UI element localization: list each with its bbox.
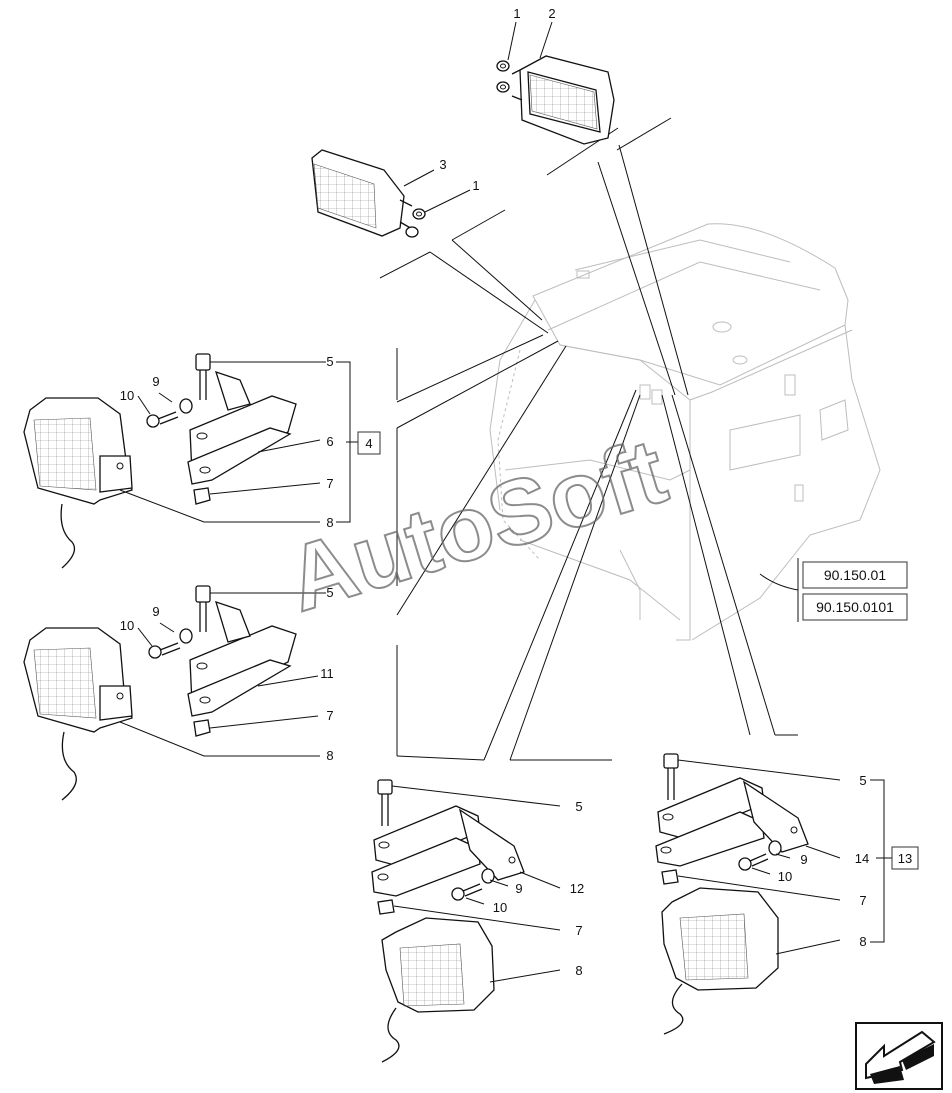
callout-d-nut: 7 bbox=[859, 893, 866, 908]
callout-a-nut: 7 bbox=[326, 476, 333, 491]
callout-a-bolt: 5 bbox=[326, 354, 333, 369]
callout-d-washer: 9 bbox=[800, 852, 807, 867]
callout-b-bracket: 11 bbox=[320, 666, 334, 681]
callout-b-lamp: 8 bbox=[326, 748, 333, 763]
cab-outline bbox=[489, 223, 881, 641]
top-work-lamp bbox=[496, 55, 615, 145]
callout-top-lamp: 2 bbox=[548, 6, 555, 21]
group-box-4-label: 4 bbox=[365, 436, 372, 451]
group-a-parts bbox=[23, 353, 297, 569]
callout-d-lamp: 8 bbox=[859, 934, 866, 949]
watermark: AutoSoft bbox=[276, 420, 677, 631]
callout-d-bolt: 5 bbox=[859, 773, 866, 788]
group-d-parts bbox=[655, 753, 809, 1035]
callout-c-nut: 7 bbox=[575, 923, 582, 938]
callout-d-screw: 10 bbox=[778, 869, 792, 884]
callout-c-washer: 9 bbox=[515, 881, 522, 896]
callout-c-bolt: 5 bbox=[575, 799, 582, 814]
callout-a-lamp: 8 bbox=[326, 515, 333, 530]
ref-label-2: 90.150.0101 bbox=[816, 599, 894, 615]
callout-mid-lamp-nut: 1 bbox=[472, 178, 479, 193]
callout-c-screw: 10 bbox=[493, 900, 507, 915]
callout-mid-lamp: 3 bbox=[439, 157, 446, 172]
group-box-4[interactable]: 4 bbox=[357, 431, 381, 455]
ref-box-1[interactable]: 90.150.01 bbox=[802, 561, 908, 589]
callout-labels: 1 2 3 1 5 9 10 6 7 8 5 9 10 11 7 8 5 9 1… bbox=[120, 6, 869, 978]
group-box-13-label: 13 bbox=[898, 851, 912, 866]
callout-a-screw: 10 bbox=[120, 388, 134, 403]
callout-b-screw: 10 bbox=[120, 618, 134, 633]
callout-b-bolt: 5 bbox=[326, 585, 333, 600]
ref-box-2[interactable]: 90.150.0101 bbox=[802, 593, 908, 621]
callout-c-bracket: 12 bbox=[570, 881, 584, 896]
middle-work-lamp bbox=[311, 149, 426, 238]
callout-a-washer: 9 bbox=[152, 374, 159, 389]
callout-a-bracket: 6 bbox=[326, 434, 333, 449]
ref-label-1: 90.150.01 bbox=[824, 567, 886, 583]
group-box-13[interactable]: 13 bbox=[891, 846, 919, 870]
callout-c-lamp: 8 bbox=[575, 963, 582, 978]
callout-d-bracket: 14 bbox=[855, 851, 869, 866]
group-b-parts bbox=[23, 585, 297, 801]
callout-top-lamp-nut: 1 bbox=[513, 6, 520, 21]
callout-b-washer: 9 bbox=[152, 604, 159, 619]
group-c-parts bbox=[371, 779, 525, 1063]
back-arrow-icon[interactable] bbox=[855, 1022, 943, 1090]
callout-b-nut: 7 bbox=[326, 708, 333, 723]
